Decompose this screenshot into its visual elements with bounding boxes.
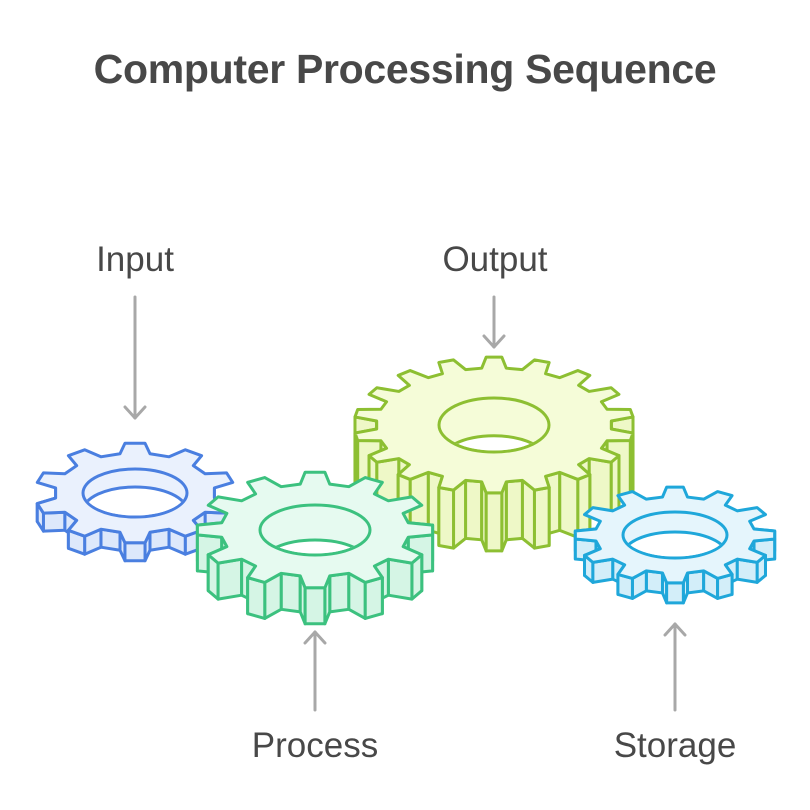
gear-side-face [686,569,706,595]
process-label: Process [251,726,379,765]
page-title: Computer Processing Sequence [93,46,717,92]
gear-side-face [303,586,327,626]
gear-side-face [644,569,664,595]
gear-side-face [386,557,414,601]
gear-side-face [558,470,580,539]
gear-side-face [363,576,384,620]
gear-side-face [452,478,468,550]
storage-label: Storage [613,726,737,765]
input-label: Input [96,240,174,279]
gear-side-face [464,478,484,542]
storage-arrow [663,622,687,712]
gear-side-face [41,510,67,533]
output-label: Output [442,240,548,279]
input-gear-hole-through [84,485,186,516]
storage-gear-icon [573,485,777,605]
gear-side-face [328,571,351,614]
gear-side-face [216,557,244,601]
process-gear-icon [195,470,435,626]
gear-side-face [504,478,524,542]
input-arrow [123,295,147,420]
gear-side-face [520,478,536,550]
gear-side-face [484,491,504,553]
gear-side-face [246,576,267,620]
gear-side-face [665,581,685,605]
output-arrow [482,295,506,349]
process-arrow [303,630,327,712]
gear-side-face [123,541,147,563]
gear-side-face [437,486,456,550]
gear-side-face [576,473,592,539]
gear-side-face [279,571,302,614]
gear-side-face [532,486,551,550]
storage-gear-hole-through [624,530,726,557]
